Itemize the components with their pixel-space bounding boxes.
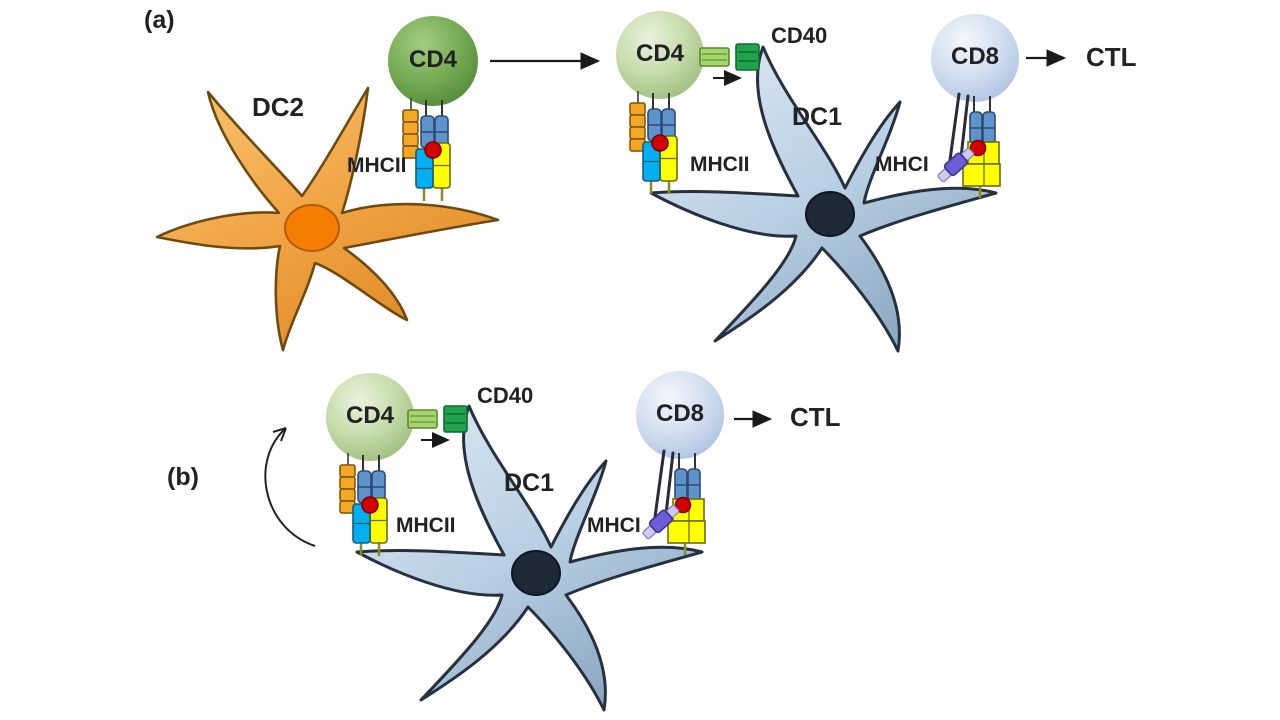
mhcii-label-a1: MHCII <box>347 154 407 177</box>
recycle-curved-arrow <box>264 427 316 547</box>
ctl-label-a: CTL <box>1086 42 1137 72</box>
ctl-label-b: CTL <box>790 402 841 432</box>
mhcii-synapse-a1 <box>401 96 452 203</box>
cd40-label-a: CD40 <box>771 23 828 48</box>
mhcii-label-b: MHCII <box>396 514 456 537</box>
mhci-synapse-a <box>933 92 1002 200</box>
panel-b-label: (b) <box>167 463 199 491</box>
mhcii-synapse-a2 <box>628 89 679 196</box>
mhcii-synapse-b <box>338 451 389 558</box>
panel-a-label: (a) <box>144 6 175 34</box>
cd8-label-b: CD8 <box>655 400 705 427</box>
cd40-label-b: CD40 <box>477 383 534 408</box>
dc1-cell-b <box>355 404 704 712</box>
cd8-tcell-b <box>636 371 724 459</box>
mhci-label-b: MHCI <box>587 514 641 537</box>
dc1-label-b: DC1 <box>504 469 555 497</box>
cd40-interaction-b <box>408 406 467 440</box>
cd4-licensed-label-a: CD4 <box>635 40 685 67</box>
cd4-label-b: CD4 <box>345 402 395 429</box>
dc2-label: DC2 <box>252 92 305 122</box>
cd8-label-a: CD8 <box>950 43 1000 70</box>
cd4-naive-label: CD4 <box>408 46 458 73</box>
cd40-interaction-a <box>700 44 759 78</box>
recycle-curved-arrowhead <box>272 427 287 442</box>
dc1-cell-a <box>649 45 998 353</box>
dc1-label-a: DC1 <box>792 103 843 131</box>
mhcii-label-a2: MHCII <box>690 153 750 176</box>
mhci-synapse-b <box>638 449 707 557</box>
mhci-label-a: MHCI <box>875 153 929 176</box>
cd4-tcell-licensed-a <box>616 11 704 99</box>
cd4-tcell-licensed-b <box>326 373 414 461</box>
cd4-tcell-naive <box>388 16 478 106</box>
cd8-tcell-a <box>931 14 1019 102</box>
